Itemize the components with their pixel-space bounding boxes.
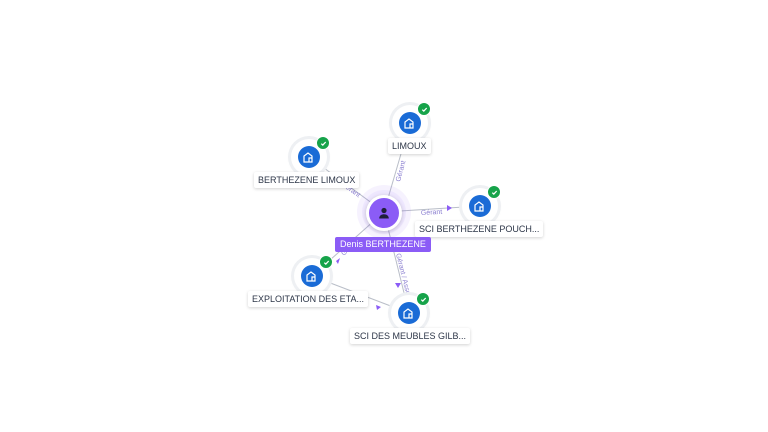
company-label-sci-pouch[interactable]: SCI BERTHEZENE POUCH... [415,221,544,237]
company-node-exploitation[interactable] [294,255,333,294]
building-icon [398,302,420,324]
edge-label-limoux: Gérant [395,160,407,183]
verified-check-icon [316,136,330,150]
verified-check-icon [416,292,430,306]
edge-arrow [447,205,452,211]
company-label-exploitation[interactable]: EXPLOITATION DES ETA... [248,291,369,307]
building-icon [301,265,323,287]
company-node-berthezene-limoux[interactable] [291,136,330,175]
verified-check-icon [417,102,431,116]
company-label-sci-meubles[interactable]: SCI DES MEUBLES GILB... [350,328,471,344]
building-icon [469,195,491,217]
person-icon [379,207,389,219]
edge-label-sci-pouch: Gérant [421,209,443,217]
company-node-limoux[interactable] [392,102,431,141]
edge-arrow [376,305,381,310]
edge-arrow [336,258,340,264]
person-node[interactable] [366,195,402,231]
building-icon [399,112,421,134]
company-label-limoux[interactable]: LIMOUX [388,138,431,154]
company-label-berthezene-limoux[interactable]: BERTHEZENE LIMOUX [254,172,360,188]
company-node-sci-meubles[interactable] [391,292,430,331]
building-icon [298,146,320,168]
edge-arrow [395,283,401,288]
verified-check-icon [487,185,501,199]
company-node-sci-pouch[interactable] [462,185,501,224]
person-label[interactable]: Denis BERTHEZENE [335,237,431,252]
verified-check-icon [319,255,333,269]
